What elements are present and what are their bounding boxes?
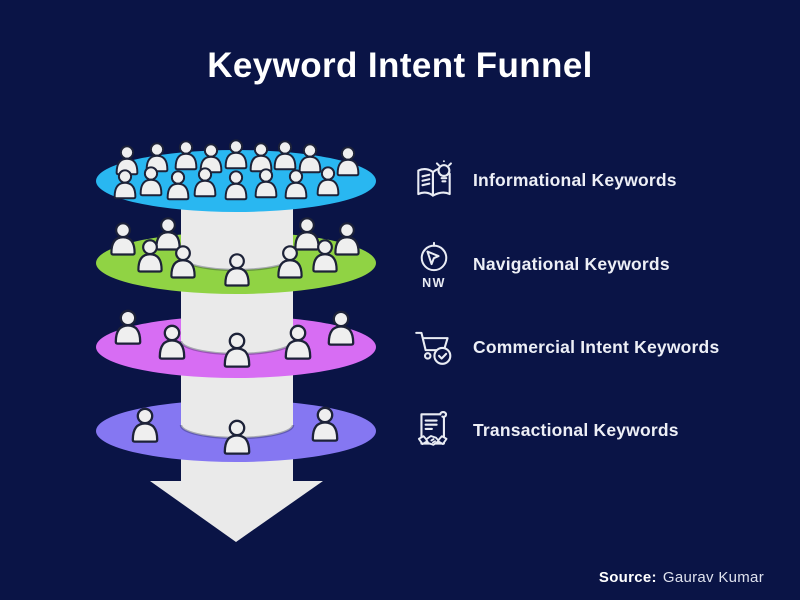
legend-label: Transactional Keywords (473, 420, 679, 441)
legend-item-navigational: NW Navigational Keywords (410, 222, 719, 305)
source-label: Source: (598, 569, 657, 586)
compass-icon: NW (410, 239, 458, 290)
legend-label: Commercial Intent Keywords (473, 336, 720, 357)
legend-item-transactional: Transactional Keywords (410, 389, 719, 472)
source-value: Gaurav Kumar (662, 569, 764, 586)
legend-label: Navigational Keywords (473, 253, 670, 274)
book-bulb-icon (410, 158, 458, 204)
legend-item-commercial: Commercial Intent Keywords (410, 306, 719, 389)
cart-check-icon (410, 324, 458, 370)
compass-nw-text: NW (422, 275, 446, 290)
legend: Informational Keywords NW Navigational K… (410, 139, 719, 473)
legend-label: Informational Keywords (473, 170, 677, 191)
source-attribution: Source: Gaurav Kumar (599, 569, 764, 586)
page-title: Keyword Intent Funnel (207, 46, 593, 85)
legend-item-informational: Informational Keywords (410, 139, 719, 222)
receipt-handshake-icon (410, 408, 458, 454)
